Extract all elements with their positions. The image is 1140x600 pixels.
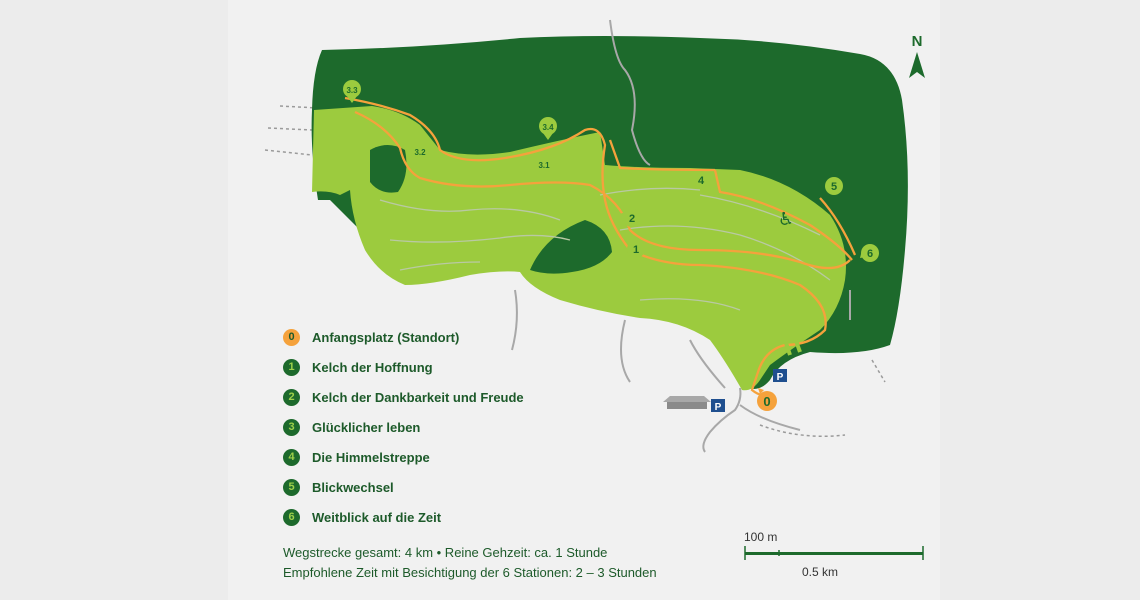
scale-label-small: 100 m: [744, 530, 778, 544]
svg-text:5: 5: [831, 181, 837, 193]
legend-marker: 5: [283, 478, 300, 496]
legend-marker: 6: [283, 508, 300, 526]
legend-item-station-2: 2 Kelch der Dankbarkeit und Freude: [283, 382, 524, 412]
legend: 0 Anfangsplatz (Standort) 1 Kelch der Ho…: [283, 322, 524, 532]
marker-station-4[interactable]: 4: [692, 171, 712, 190]
building-icon: [663, 396, 711, 409]
legend-item-station-1: 1 Kelch der Hoffnung: [283, 352, 524, 382]
marker-station-6[interactable]: 6: [860, 244, 879, 262]
legend-label: Glücklicher leben: [312, 419, 421, 435]
svg-text:2: 2: [629, 213, 635, 225]
trail: [344, 96, 857, 398]
legend-label: Blickwechsel: [312, 479, 394, 495]
legend-item-station-6: 6 Weitblick auf die Zeit: [283, 502, 524, 532]
svg-text:3.3: 3.3: [346, 86, 358, 95]
svg-text:3.4: 3.4: [542, 123, 554, 132]
compass: N: [909, 33, 925, 78]
svg-text:3.1: 3.1: [538, 161, 550, 170]
svg-text:0: 0: [763, 394, 770, 409]
inner-paths: [379, 187, 831, 311]
scale-bar-graphic: [744, 546, 924, 560]
marker-station-2[interactable]: 2: [620, 209, 641, 227]
marker-station-3-4[interactable]: 3.4: [539, 117, 557, 140]
legend-label: Kelch der Dankbarkeit und Freude: [312, 389, 524, 405]
marker-station-3-3[interactable]: 3.3: [343, 80, 361, 103]
marker-station-5[interactable]: 5: [825, 177, 843, 195]
scale-bar: 100 m 0.5 km: [744, 528, 924, 582]
route-time-text: Empfohlene Zeit mit Besichtigung der 6 S…: [283, 565, 657, 580]
legend-item-station-3: 3 Glücklicher leben: [283, 412, 524, 442]
parking-icon[interactable]: P: [711, 399, 725, 413]
forest-pocket-left: [370, 145, 407, 193]
north-arrow-icon: [909, 52, 925, 78]
parking-icon[interactable]: P: [773, 369, 787, 383]
footpaths: [264, 105, 886, 437]
svg-text:P: P: [715, 402, 722, 413]
legend-label: Kelch der Hoffnung: [312, 359, 433, 375]
svg-text:6: 6: [867, 248, 873, 260]
svg-text:4: 4: [698, 175, 705, 187]
legend-marker: 3: [283, 418, 300, 436]
legend-label: Anfangsplatz (Standort): [312, 329, 460, 345]
marker-station-3-1[interactable]: 3.1: [535, 155, 553, 178]
marker-start-0[interactable]: 0: [757, 388, 777, 411]
legend-item-station-4: 4 Die Himmelstreppe: [283, 442, 524, 472]
route-distance-text: Wegstrecke gesamt: 4 km • Reine Gehzeit:…: [283, 545, 608, 560]
legend-label: Die Himmelstreppe: [312, 449, 430, 465]
legend-marker: 2: [283, 388, 300, 406]
legend-marker: 1: [283, 358, 300, 376]
wheelchair-icon: ♿: [778, 209, 794, 230]
parking-strip: [783, 337, 802, 356]
forest-pocket: [530, 220, 612, 274]
svg-text:N: N: [912, 33, 923, 50]
legend-item-start: 0 Anfangsplatz (Standort): [283, 322, 524, 352]
roads: [511, 19, 851, 453]
marker-station-1[interactable]: 1: [622, 240, 645, 258]
legend-item-station-5: 5 Blickwechsel: [283, 472, 524, 502]
route-info: Wegstrecke gesamt: 4 km • Reine Gehzeit:…: [283, 543, 657, 583]
legend-label: Weitblick auf die Zeit: [312, 509, 442, 525]
svg-text:P: P: [777, 372, 784, 383]
svg-text:3.2: 3.2: [414, 148, 426, 157]
scale-label-large: 0.5 km: [802, 565, 839, 579]
legend-marker: 0: [283, 328, 300, 346]
marker-station-3-2[interactable]: 3.2: [410, 142, 429, 160]
svg-text:1: 1: [633, 244, 639, 256]
legend-marker: 4: [283, 448, 300, 466]
